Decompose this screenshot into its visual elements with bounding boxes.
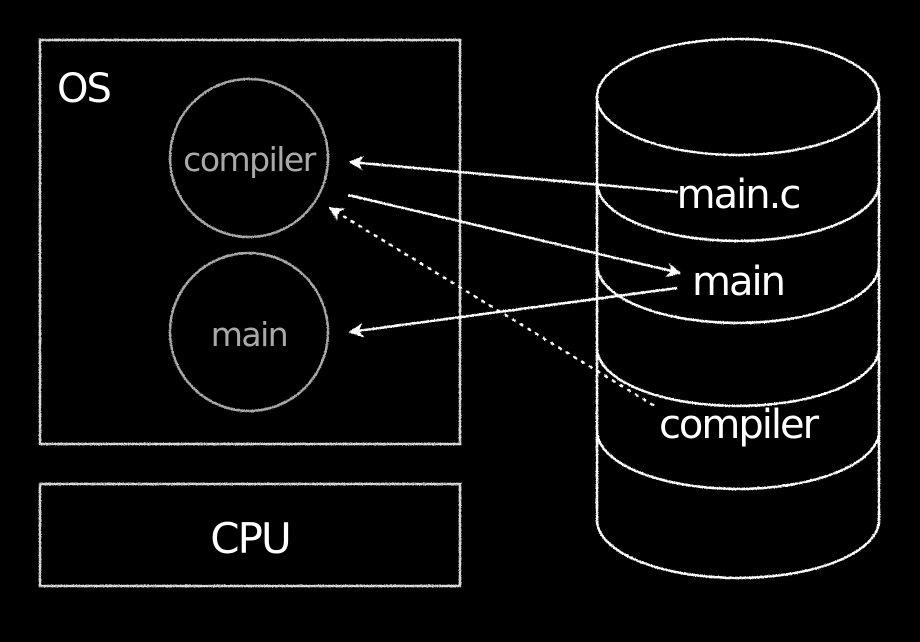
arrow-compiler-file-to-compiler-process [328, 206, 655, 407]
cpu-box: CPU [38, 482, 462, 588]
disk-section-curve-3 [595, 347, 881, 408]
process-compiler-label: compiler [183, 140, 317, 179]
arrow-main-c-to-compiler [348, 155, 679, 194]
process-main: main [168, 251, 330, 413]
os-box: OS [38, 38, 462, 446]
disk-bottom-curve [595, 519, 881, 580]
process-main-label: main [211, 315, 287, 354]
process-compiler: compiler [168, 77, 330, 239]
disk-file-main-c: main.c [677, 172, 800, 218]
disk-section-curve-2 [595, 264, 881, 325]
disk-file-compiler: compiler [659, 402, 820, 448]
os-box-border [38, 38, 462, 446]
disk-top-ellipse [595, 37, 881, 157]
process-main-circle [168, 251, 330, 413]
process-compiler-circle [168, 77, 330, 239]
cpu-label: CPU [210, 514, 289, 563]
arrow-main-file-to-main-process [348, 286, 678, 338]
os-label: OS [57, 66, 110, 112]
cpu-box-border [38, 482, 462, 588]
disk-section-curve-4 [595, 430, 881, 491]
disk-cylinder: main.c main compiler [595, 37, 881, 580]
arrow-compiler-to-main-file [347, 193, 682, 278]
disk-file-main: main [692, 259, 784, 305]
disk-section-curve-1 [595, 182, 881, 243]
